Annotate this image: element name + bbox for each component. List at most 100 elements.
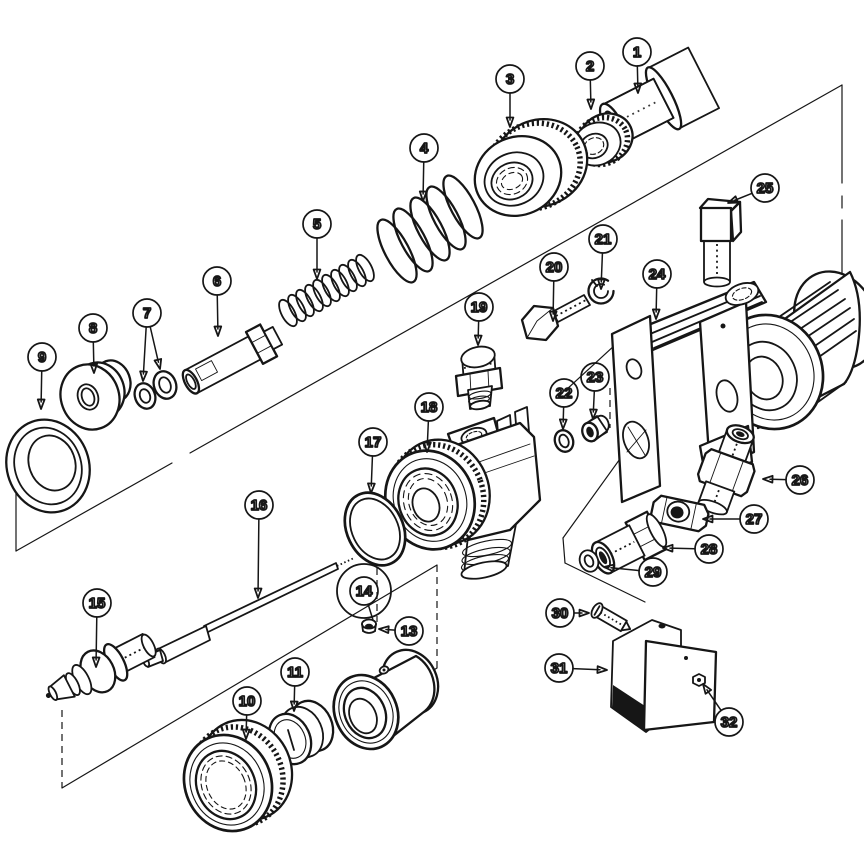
callout-number: 20 (546, 259, 563, 276)
callout-circle[interactable] (409, 133, 439, 163)
callout-circle[interactable] (539, 252, 569, 282)
callout-8[interactable]: 8 (78, 313, 108, 374)
callout-circle[interactable] (580, 362, 610, 392)
callout-circle[interactable] (132, 298, 162, 328)
callout-29[interactable]: 29 (603, 557, 668, 587)
callout-27[interactable]: 27 (702, 504, 769, 534)
callout-circle[interactable] (642, 259, 672, 289)
arrowhead-icon (505, 116, 515, 128)
callout-circle[interactable] (349, 576, 379, 606)
callout-number: 22 (556, 385, 573, 402)
callout-3[interactable]: 3 (495, 64, 525, 128)
callout-number: 31 (551, 660, 568, 677)
callout-17[interactable]: 17 (358, 427, 388, 494)
callout-22[interactable]: 22 (549, 378, 579, 430)
callout-circle[interactable] (638, 557, 668, 587)
callout-circle[interactable] (785, 465, 815, 495)
callout-2[interactable]: 2 (575, 51, 605, 110)
callout-16[interactable]: 16 (244, 490, 274, 599)
callout-circle[interactable] (544, 653, 574, 683)
leader-line (589, 79, 592, 103)
callout-4[interactable]: 4 (409, 133, 439, 202)
arrowhead-icon (727, 195, 739, 204)
callout-23[interactable]: 23 (580, 362, 610, 420)
callout-circle[interactable] (358, 427, 388, 457)
callout-13[interactable]: 13 (378, 616, 424, 646)
callout-number: 1 (633, 44, 641, 61)
callout-10[interactable]: 10 (232, 686, 262, 740)
callout-24[interactable]: 24 (642, 259, 672, 320)
arrowhead-icon (702, 514, 714, 524)
callout-15[interactable]: 15 (82, 588, 112, 668)
leader-line (610, 566, 640, 572)
part-28-drawing (590, 510, 668, 575)
arrowhead-icon (578, 608, 590, 618)
callout-circle[interactable] (82, 588, 112, 618)
callout-25[interactable]: 25 (727, 173, 780, 204)
callout-1[interactable]: 1 (622, 37, 652, 94)
callout-circle[interactable] (78, 313, 108, 343)
part-16-drawing (141, 557, 355, 668)
callout-circle[interactable] (302, 209, 332, 239)
callout-circle[interactable] (588, 224, 618, 254)
callout-circle[interactable] (232, 686, 262, 716)
arrowhead-icon (213, 325, 223, 337)
callout-26[interactable]: 26 (762, 465, 815, 495)
leader-line (40, 370, 43, 403)
callout-20[interactable]: 20 (539, 252, 569, 322)
callout-30[interactable]: 30 (545, 598, 590, 628)
callout-21[interactable]: 21 (588, 224, 618, 290)
callout-number: 26 (792, 472, 809, 489)
part-20-drawing (520, 294, 591, 342)
callout-circle[interactable] (714, 707, 744, 737)
callout-circle[interactable] (244, 490, 274, 520)
callout-32[interactable]: 32 (702, 683, 744, 737)
callout-number: 8 (89, 320, 97, 337)
callout-circle[interactable] (280, 657, 310, 687)
callout-circle[interactable] (414, 392, 444, 422)
callout-number: 3 (506, 71, 514, 88)
callout-circle[interactable] (549, 378, 579, 408)
callout-circle[interactable] (750, 173, 780, 203)
arrowhead-icon (153, 358, 163, 370)
callout-7[interactable]: 7 (132, 298, 163, 382)
callout-circle[interactable] (545, 598, 575, 628)
callout-6[interactable]: 6 (202, 266, 232, 337)
callout-circle[interactable] (464, 292, 494, 322)
part-10-drawing (182, 718, 294, 833)
arrowhead-icon (558, 418, 568, 430)
callout-circle[interactable] (694, 534, 724, 564)
callout-circle[interactable] (394, 616, 424, 646)
arrowhead-icon (253, 587, 263, 599)
callout-14[interactable]: 14 (336, 563, 392, 621)
highlight-ring (336, 563, 392, 619)
part-24-drawing (610, 270, 864, 504)
callout-circle[interactable] (575, 51, 605, 81)
arrowhead-icon (473, 334, 483, 346)
arrowhead-icon (597, 278, 606, 290)
callout-circle[interactable] (739, 504, 769, 534)
callout-circle[interactable] (622, 37, 652, 67)
callout-number: 4 (420, 140, 429, 157)
callout-28[interactable]: 28 (662, 534, 724, 564)
callout-circle[interactable] (202, 266, 232, 296)
callout-18[interactable]: 18 (414, 392, 444, 453)
leader-line (706, 689, 722, 712)
callout-19[interactable]: 19 (464, 292, 494, 346)
callout-11[interactable]: 11 (280, 657, 310, 712)
callout-circle[interactable] (27, 342, 57, 372)
callout-circle[interactable] (495, 64, 525, 94)
callout-9[interactable]: 9 (27, 342, 57, 410)
arrowhead-icon (241, 728, 251, 740)
leader-line (600, 252, 604, 283)
part-30-drawing (590, 602, 632, 633)
callout-31[interactable]: 31 (544, 653, 608, 683)
callout-number: 17 (365, 434, 382, 451)
arrowhead-icon (312, 268, 322, 280)
leader-line (95, 616, 98, 661)
leader-line (216, 294, 219, 330)
part-22-drawing (553, 429, 575, 453)
callout-number: 16 (251, 497, 268, 514)
callout-5[interactable]: 5 (302, 209, 332, 280)
part-3-drawing (473, 117, 589, 218)
